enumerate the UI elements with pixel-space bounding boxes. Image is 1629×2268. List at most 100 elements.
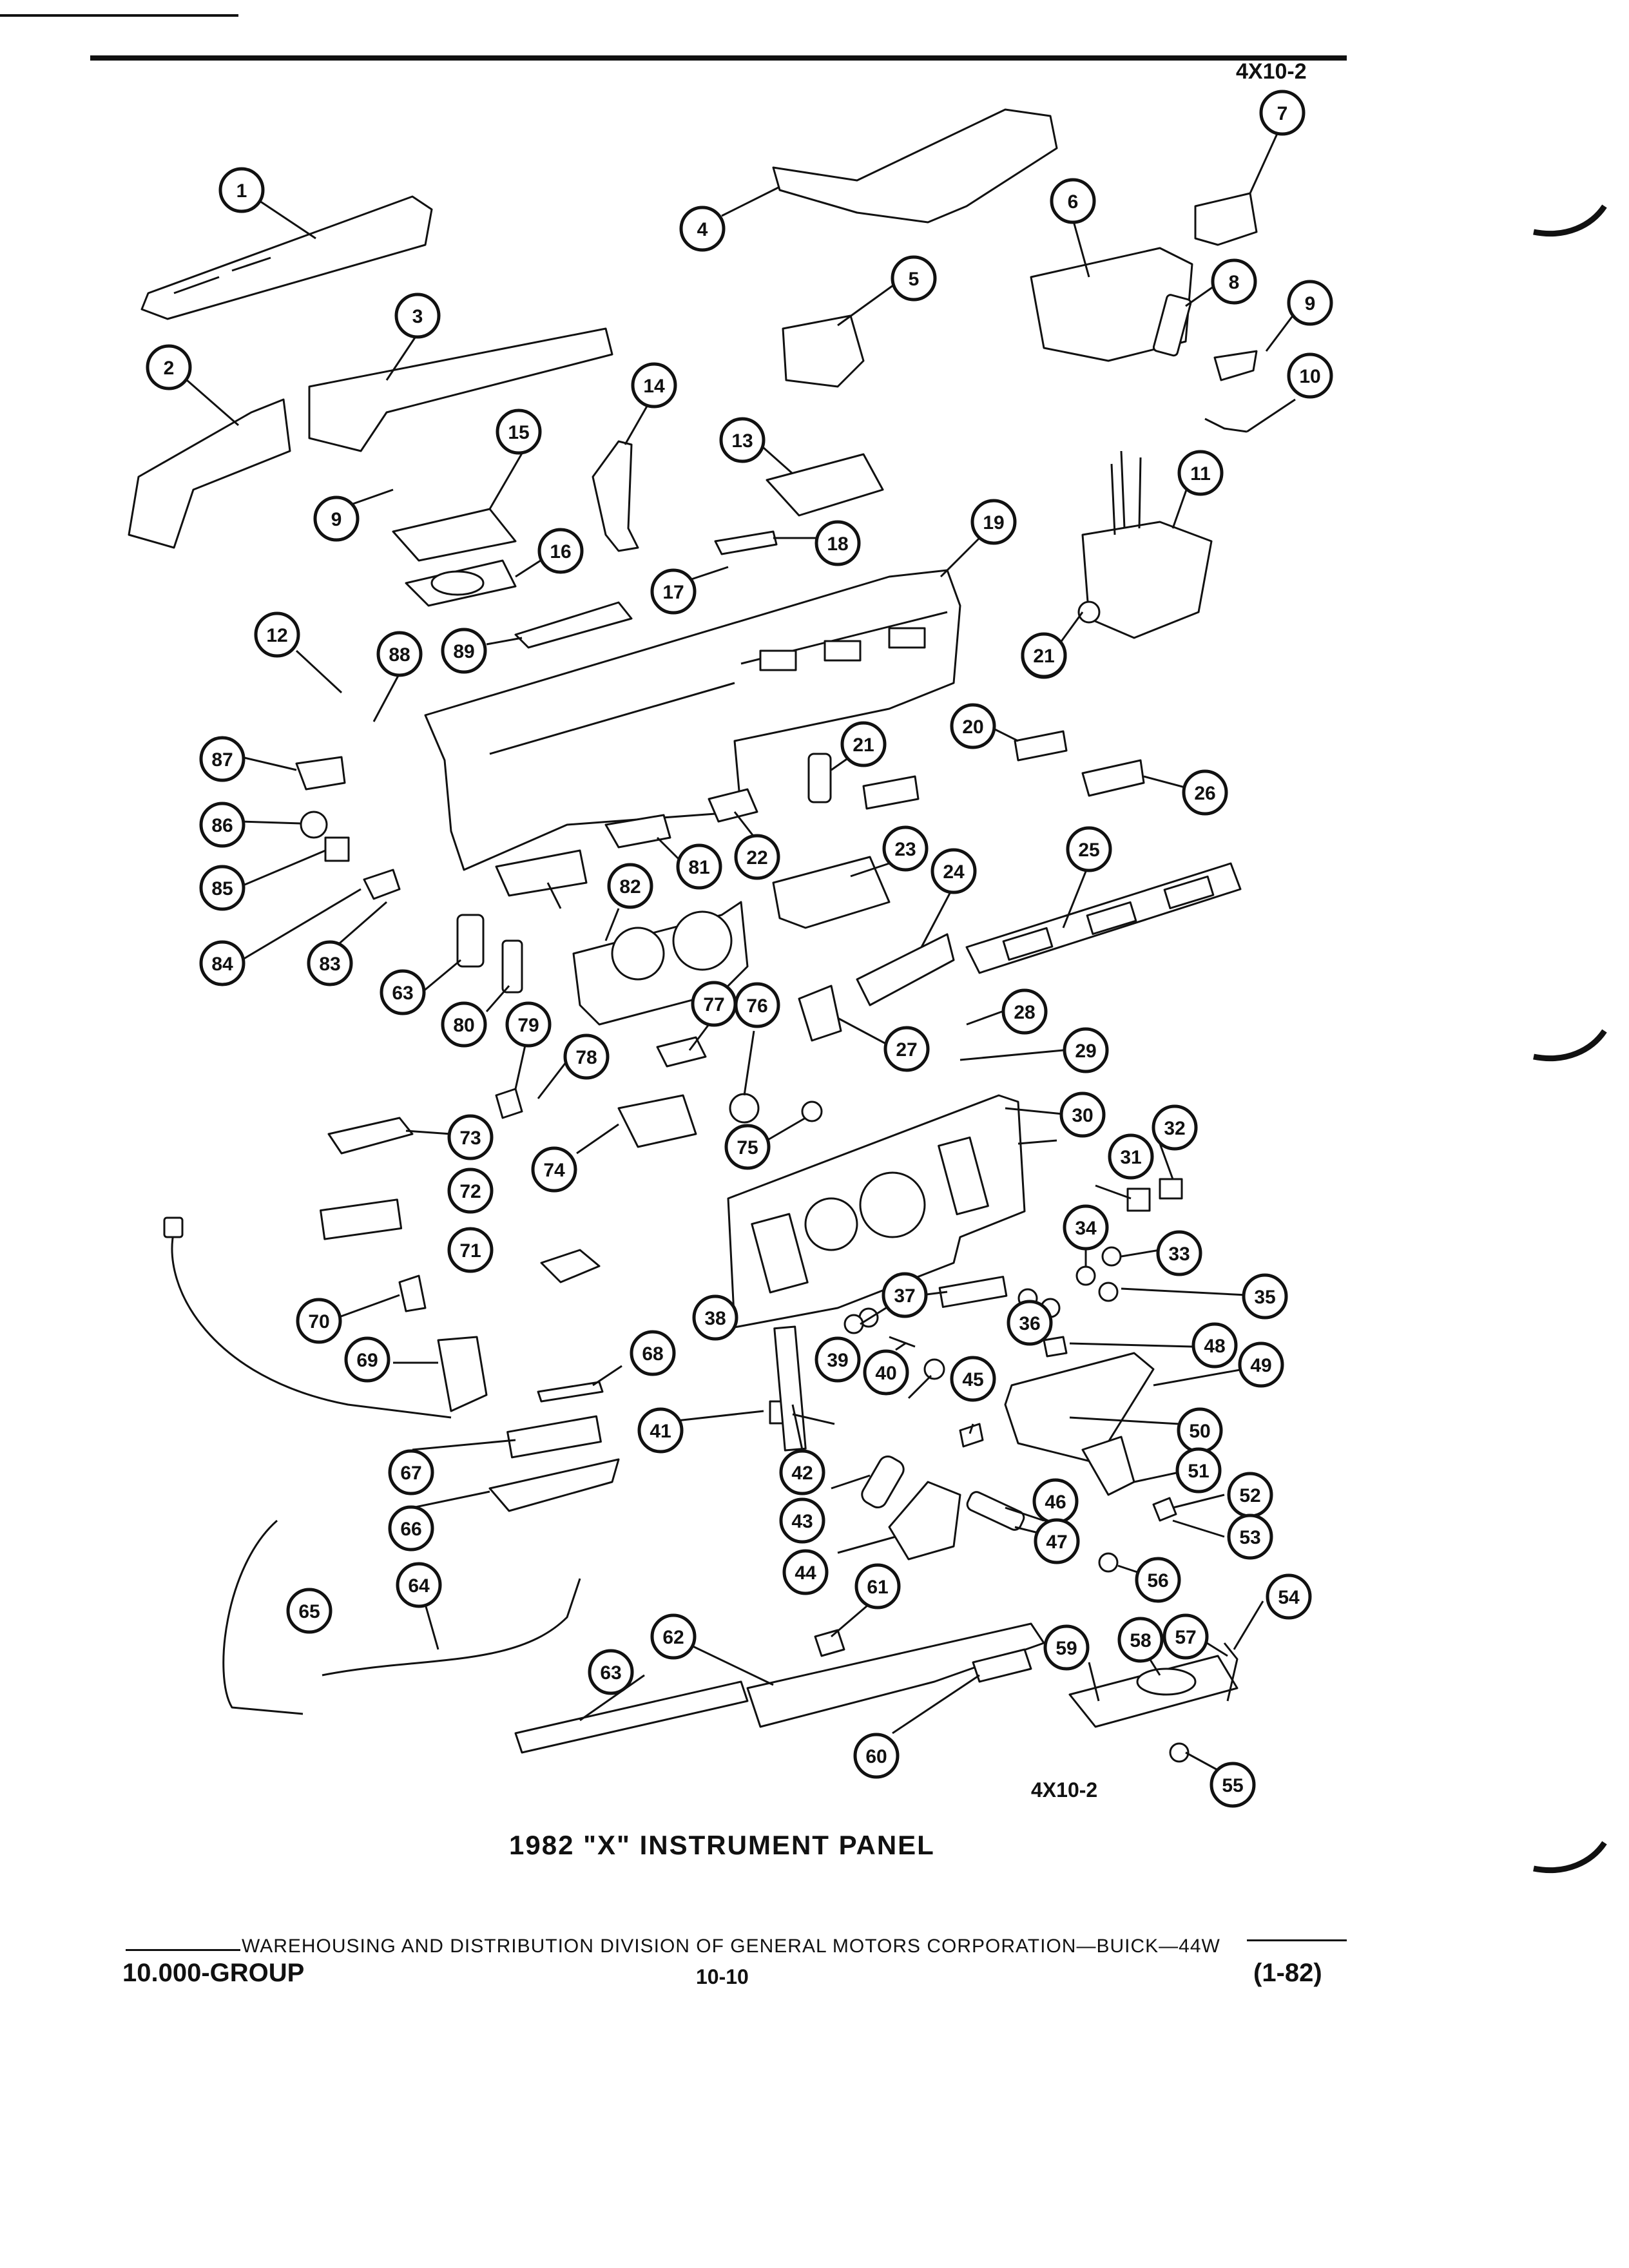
callout-circle (588, 1649, 634, 1695)
callout-number: 29 (1075, 1041, 1096, 1062)
callout-30: 30 (1059, 1091, 1106, 1138)
callout-circle (1259, 90, 1306, 136)
callout-number: 35 (1254, 1287, 1275, 1308)
callout-circle (970, 499, 1017, 545)
callout-circle (607, 863, 653, 909)
callout-number: 47 (1046, 1532, 1067, 1553)
callout-number: 18 (827, 533, 848, 555)
part-elbow-duct (128, 398, 291, 549)
callout-circle (1066, 826, 1112, 872)
part-bracket-7 (1194, 192, 1258, 246)
callout-circle (286, 1588, 333, 1634)
callout-circle (1266, 1573, 1312, 1620)
callout-28: 28 (1001, 988, 1048, 1035)
callout-circle (1059, 1091, 1106, 1138)
callout-24: 24 (930, 848, 977, 894)
callout-circle (734, 834, 780, 880)
callout-circle (496, 408, 542, 455)
callout-35: 35 (1242, 1273, 1288, 1320)
callout-circle (307, 940, 353, 986)
callout-circle (394, 293, 441, 339)
callout-77: 77 (691, 981, 737, 1027)
callout-67: 67 (388, 1449, 434, 1495)
callout-number: 20 (962, 716, 983, 738)
callout-53: 53 (1227, 1514, 1273, 1560)
callout-number: 2 (164, 358, 175, 379)
callout-number: 58 (1130, 1630, 1151, 1651)
callout-circle (950, 703, 996, 749)
callout-circle (950, 1356, 996, 1402)
callout-66: 66 (388, 1505, 434, 1552)
callout-number: 85 (211, 878, 233, 899)
callout-73: 73 (447, 1114, 494, 1160)
callout-circle (724, 1124, 771, 1170)
callout-number: 39 (827, 1350, 848, 1371)
callout-number: 87 (211, 749, 233, 771)
callout-32: 32 (1152, 1104, 1198, 1151)
callout-circle (779, 1449, 825, 1495)
callout-circle (1135, 1557, 1181, 1603)
callout-82: 82 (607, 863, 653, 909)
callout-circle (1191, 1322, 1238, 1369)
callout-61: 61 (854, 1563, 901, 1610)
callout-9: 9 (1287, 280, 1333, 326)
callout-number: 23 (894, 839, 916, 860)
callout-number: 57 (1175, 1627, 1196, 1648)
callout-circle (199, 940, 246, 986)
callout-circle (1287, 352, 1333, 399)
callout-number: 59 (1055, 1638, 1077, 1659)
callout-number: 4 (697, 219, 708, 240)
part-heater-control (617, 1094, 697, 1148)
callout-circle (1021, 632, 1067, 678)
callout-17: 17 (650, 568, 697, 615)
callout-86: 86 (199, 802, 246, 848)
callout-circle (441, 1001, 487, 1048)
callout-number: 26 (1194, 783, 1215, 804)
callout-13: 13 (719, 417, 766, 463)
callout-number: 48 (1204, 1336, 1225, 1357)
callout-number: 54 (1278, 1587, 1300, 1608)
callout-number: 49 (1250, 1355, 1271, 1376)
callout-71: 71 (447, 1227, 494, 1273)
callout-number: 5 (909, 269, 920, 290)
callout-number: 1 (236, 180, 247, 202)
callout-number: 82 (619, 876, 641, 898)
callout-number: 60 (865, 1746, 887, 1767)
callout-65: 65 (286, 1588, 333, 1634)
callout-number: 79 (517, 1015, 539, 1036)
callout-54: 54 (1266, 1573, 1312, 1620)
callout-88: 88 (376, 631, 423, 677)
callout-circle (1238, 1341, 1284, 1388)
callout-number: 78 (575, 1047, 597, 1068)
callout-6: 6 (1050, 178, 1096, 224)
callout-40: 40 (863, 1349, 909, 1396)
callout-number: 27 (896, 1039, 917, 1061)
callout-81: 81 (676, 843, 722, 890)
callout-circle (840, 721, 887, 767)
callout-41: 41 (637, 1407, 684, 1454)
callout-85: 85 (199, 865, 246, 911)
callout-circle (447, 1168, 494, 1214)
callout-number: 63 (392, 983, 413, 1004)
footer-left-rule (126, 1949, 240, 1951)
callout-number: 77 (703, 994, 724, 1015)
callout-number: 30 (1072, 1105, 1093, 1126)
callout-circle (676, 843, 722, 890)
callout-43: 43 (779, 1497, 825, 1544)
callout-circle (296, 1298, 342, 1344)
callout-number: 45 (962, 1369, 983, 1390)
callout-circle (815, 1336, 861, 1383)
callout-60: 60 (853, 1733, 900, 1779)
callout-number: 62 (662, 1627, 684, 1648)
callout-circle (376, 631, 423, 677)
callout-circle (388, 1449, 434, 1495)
callout-number: 65 (298, 1601, 320, 1622)
callout-number: 71 (459, 1240, 481, 1262)
callout-57: 57 (1162, 1613, 1209, 1660)
callout-circle (692, 1294, 738, 1341)
footer-page-number: 10-10 (696, 1965, 749, 1988)
callout-number: 40 (875, 1363, 896, 1384)
callout-circle (779, 1497, 825, 1544)
callout-number: 83 (319, 954, 340, 975)
